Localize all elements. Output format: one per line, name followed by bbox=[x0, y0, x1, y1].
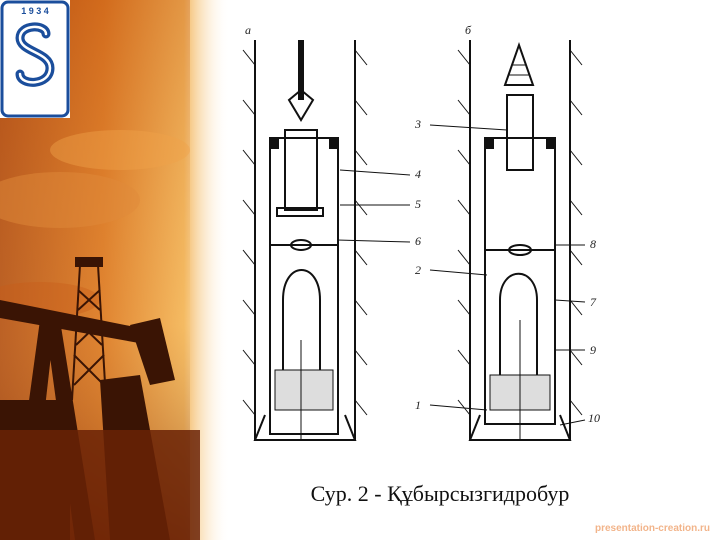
panel-a-hatching bbox=[242, 49, 368, 416]
s-monogram-emblem-icon bbox=[0, 0, 70, 118]
callout-2: 2 bbox=[415, 263, 421, 277]
watermark: presentation-creation.ru bbox=[594, 523, 710, 534]
panel-a-label: а bbox=[245, 23, 251, 37]
callout-9: 9 bbox=[590, 343, 596, 357]
callout-3: 3 bbox=[414, 117, 421, 131]
callout-4: 4 bbox=[415, 167, 421, 181]
panel-b-hatching bbox=[457, 49, 583, 416]
callout-7: 7 bbox=[590, 295, 597, 309]
university-logo: 1 9 3 4 bbox=[0, 0, 70, 118]
figure-caption: Сур. 2 - Құбырсызгидробур bbox=[310, 481, 570, 506]
callout-6: 6 bbox=[415, 234, 421, 248]
drilling-diagram: а б 4 5 6 3 8 2 7 9 1 10 bbox=[242, 23, 600, 441]
callout-1: 1 bbox=[415, 398, 421, 412]
callout-5: 5 bbox=[415, 197, 421, 211]
callout-10: 10 bbox=[588, 411, 600, 425]
logo-year: 1 9 3 4 bbox=[21, 6, 49, 16]
callout-8: 8 bbox=[590, 237, 596, 251]
panel-b-label: б bbox=[465, 23, 472, 37]
